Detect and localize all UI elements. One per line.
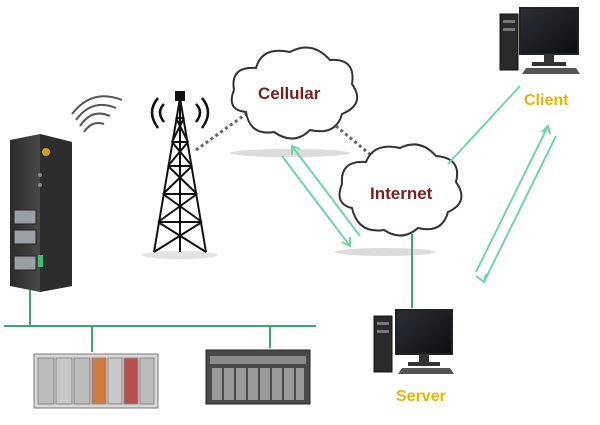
internet-cloud <box>338 143 463 237</box>
cellular-shadow <box>230 149 350 157</box>
tower-cellular-link <box>195 112 247 152</box>
cell-tower-icon <box>150 91 210 253</box>
internet-client-link <box>447 85 521 165</box>
tower-shadow <box>142 251 218 259</box>
cellular-cloud <box>230 46 359 140</box>
client-computer-icon <box>499 7 580 74</box>
client-server-arrows <box>475 124 557 284</box>
cellular-internet-link <box>335 124 373 158</box>
cellular-internet-arrows <box>281 144 361 248</box>
plc-rack-icon <box>33 353 159 409</box>
client-label: Client <box>524 92 569 109</box>
fieldbus-network <box>4 290 316 352</box>
internet-label: Internet <box>370 184 433 203</box>
internet-shadow <box>335 248 435 256</box>
server-label: Server <box>396 388 446 405</box>
cellular-label: Cellular <box>258 84 321 103</box>
plc-rack-icon <box>205 349 311 405</box>
wireless-signal-icon <box>71 95 123 133</box>
industrial-router-icon <box>10 134 72 292</box>
server-computer-icon <box>373 309 454 374</box>
